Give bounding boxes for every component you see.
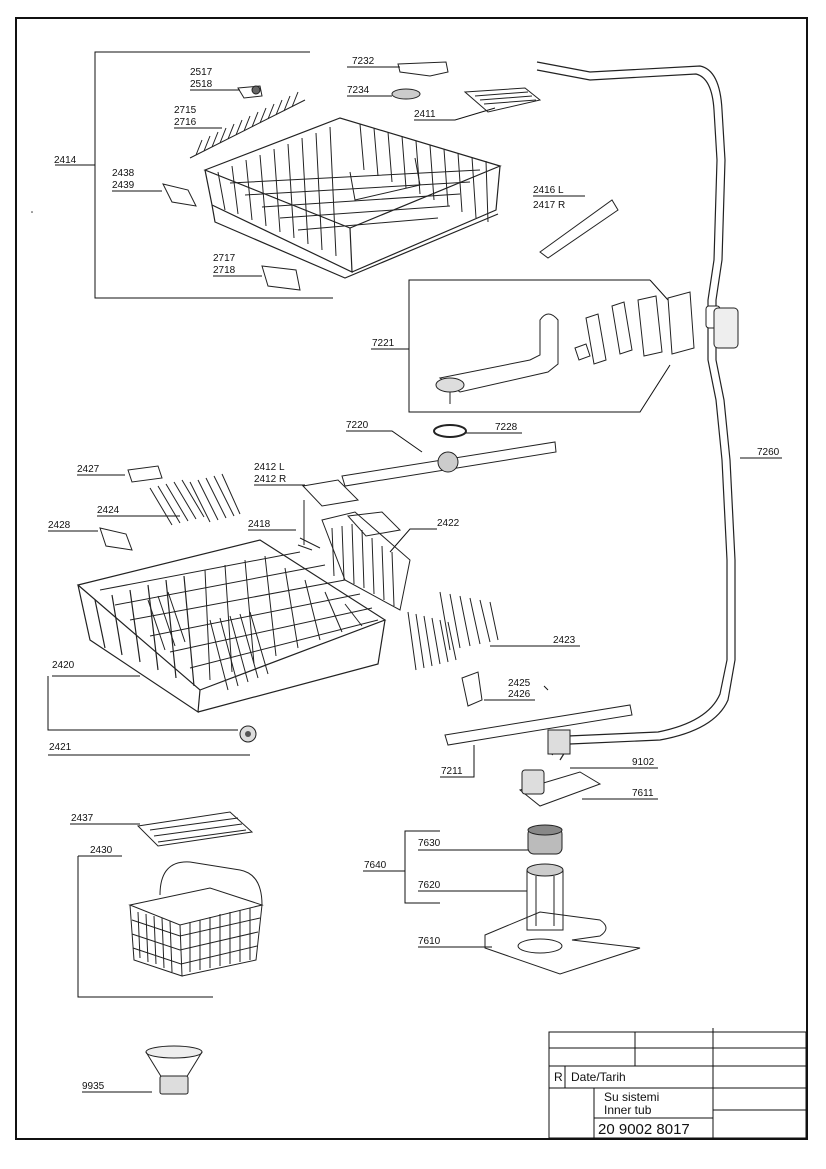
tines-2424-icon xyxy=(149,473,241,526)
funnel-group: 9935 xyxy=(82,1045,203,1095)
tines-2423-icon xyxy=(407,591,499,671)
label-7221: 7221 xyxy=(372,338,395,349)
cutlery-basket-group: 2437 2430 xyxy=(70,811,264,998)
label-2421: 2421 xyxy=(49,742,72,753)
slider-2717-icon xyxy=(261,265,301,291)
lower-spray-arm-group: 7211 9102 7611 xyxy=(440,704,658,807)
label-7234: 7234 xyxy=(347,85,370,96)
label-2427: 2427 xyxy=(77,464,100,475)
label-2715: 2715 xyxy=(174,105,197,116)
label-2412r: 2412 R xyxy=(254,474,286,485)
label-2424: 2424 xyxy=(97,505,120,516)
date-label: Date/Tarih xyxy=(571,1070,626,1084)
label-7610: 7610 xyxy=(418,936,441,947)
label-2417: 2417 R xyxy=(533,200,565,211)
label-7228: 7228 xyxy=(495,422,518,433)
filter-cylinder-7620-icon xyxy=(526,863,564,931)
label-2437: 2437 xyxy=(71,813,94,824)
spray-arm-7220-icon xyxy=(341,441,557,487)
rail-2416-icon xyxy=(539,199,619,259)
funnel-9935-icon xyxy=(145,1045,203,1095)
label-2423: 2423 xyxy=(553,635,576,646)
pump-sump-icon xyxy=(518,729,602,807)
sheet-border xyxy=(15,17,808,1140)
clip-7232-icon xyxy=(397,61,449,77)
handle-2438-icon xyxy=(162,183,197,207)
label-7211: 7211 xyxy=(441,766,463,777)
revision-label: R xyxy=(554,1070,563,1084)
label-2414: 2414 xyxy=(54,155,77,166)
title-turkish: Su sistemi xyxy=(604,1090,659,1104)
bearing-7234-icon xyxy=(391,88,421,100)
label-7232: 7232 xyxy=(352,56,375,67)
cutlery-lid-2437-icon xyxy=(136,811,254,847)
label-9935: 9935 xyxy=(82,1081,105,1092)
label-2716: 2716 xyxy=(174,117,197,128)
rack-2422-icon xyxy=(321,511,411,611)
wheel-2421-icon xyxy=(239,725,257,743)
holder-2412-icon xyxy=(301,479,360,507)
lower-basket-icon xyxy=(76,539,387,714)
label-2420: 2420 xyxy=(52,660,75,671)
filter-cap-7630-icon xyxy=(527,824,563,855)
middle-spray-arm-group: 7220 7228 xyxy=(341,420,557,487)
label-2418: 2418 xyxy=(248,519,271,530)
label-7640: 7640 xyxy=(364,860,387,871)
document-number: 20 9002 8017 xyxy=(598,1121,690,1138)
filter-plate-7610-icon xyxy=(484,911,641,975)
oring-7228-icon xyxy=(433,424,467,438)
clip-2427-icon xyxy=(127,465,163,483)
upper-basket-group: 2414 2517 2518 2715 2716 2438 2439 xyxy=(54,51,619,299)
label-2438: 2438 xyxy=(112,168,135,179)
spray-pipe-7221-icon xyxy=(435,313,559,404)
handle-2428-icon xyxy=(99,527,133,551)
label-2426: 2426 xyxy=(508,689,531,700)
label-2517: 2517 xyxy=(190,67,213,78)
label-2518: 2518 xyxy=(190,79,213,90)
label-2717: 2717 xyxy=(213,253,236,264)
filter-group: 7640 7630 7620 7610 xyxy=(363,824,641,975)
label-2412l: 2412 L xyxy=(254,462,285,473)
label-2411: 2411 xyxy=(414,109,436,120)
label-2416: 2416 L xyxy=(533,185,564,196)
title-block: R Date/Tarih Su sistemi Inner tub 20 900… xyxy=(548,1028,807,1139)
label-2422: 2422 xyxy=(437,518,460,529)
label-7630: 7630 xyxy=(418,838,441,849)
label-7220: 7220 xyxy=(346,420,369,431)
label-7620: 7620 xyxy=(418,880,441,891)
label-9102: 9102 xyxy=(632,757,655,768)
pin-2418-icon xyxy=(297,500,321,551)
title-english: Inner tub xyxy=(604,1103,652,1117)
label-7611: 7611 xyxy=(632,788,654,799)
label-7260: 7260 xyxy=(757,447,780,458)
label-2430: 2430 xyxy=(90,845,113,856)
lower-basket-group: 2427 2412 L 2412 R 2424 2428 2418 2422 xyxy=(47,462,580,756)
upper-spray-arm-detail: 7221 xyxy=(371,279,695,413)
clip-2425-icon xyxy=(461,671,483,707)
spray-arm-7211-icon xyxy=(444,704,633,746)
label-2718: 2718 xyxy=(213,265,236,276)
gasket-parts-icon xyxy=(574,291,695,365)
tray-2411-icon xyxy=(463,87,542,113)
water-duct-7260-icon xyxy=(536,61,739,761)
label-2439: 2439 xyxy=(112,180,135,191)
clip-2517-icon xyxy=(237,85,263,99)
cutlery-basket-2430-icon xyxy=(128,861,264,977)
upper-basket-icon xyxy=(203,117,502,279)
label-2425: 2425 xyxy=(508,678,531,689)
tine-rack-2715-icon xyxy=(189,91,306,159)
label-2428: 2428 xyxy=(48,520,71,531)
